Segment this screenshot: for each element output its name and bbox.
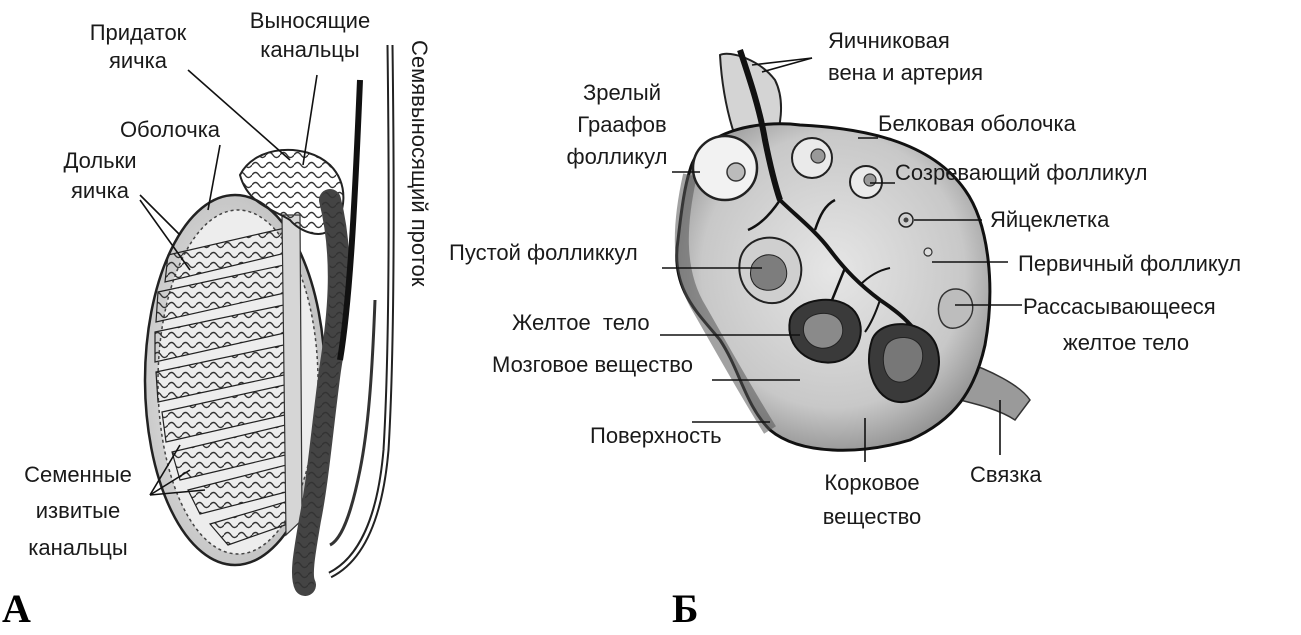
label-seminiferous-line2: извитые bbox=[36, 498, 120, 523]
label-empty-follicle: Пустой фолликкул bbox=[449, 240, 638, 265]
panel-letter-b: Б bbox=[672, 586, 698, 630]
label-graafian-line3: фолликул bbox=[566, 144, 667, 169]
label-seminiferous-line3: канальцы bbox=[28, 535, 127, 560]
label-efferent-line1: Выносящие bbox=[250, 8, 370, 33]
label-regressing-line1: Рассасывающееся bbox=[1023, 294, 1216, 319]
label-albuginea: Белковая оболочка bbox=[878, 111, 1077, 136]
label-surface: Поверхность bbox=[590, 423, 722, 448]
graafian-follicle-shape bbox=[693, 136, 757, 200]
label-cortex-line2: вещество bbox=[823, 504, 922, 529]
label-vas-deferens: Семявыносящий проток bbox=[407, 40, 432, 287]
label-regressing-line2: желтое тело bbox=[1063, 330, 1189, 355]
label-efferent-line2: канальцы bbox=[260, 37, 359, 62]
label-lobules-line1: Дольки bbox=[63, 148, 136, 173]
label-vessels-line2: вена и артерия bbox=[828, 60, 983, 85]
label-oocyte: Яйцеклетка bbox=[990, 207, 1110, 232]
label-seminiferous-line1: Семенные bbox=[24, 462, 132, 487]
label-tunic: Оболочка bbox=[120, 117, 221, 142]
label-corpus-luteum: Желтое тело bbox=[512, 310, 650, 335]
label-graafian-line1: Зрелый bbox=[583, 80, 661, 105]
label-ligament: Связка bbox=[970, 462, 1042, 487]
label-graafian-line2: Граафов bbox=[577, 112, 666, 137]
panel-letter-a: А bbox=[2, 586, 31, 630]
label-medulla: Мозговое вещество bbox=[492, 352, 693, 377]
label-cortex-line1: Корковое bbox=[824, 470, 919, 495]
label-lobules-line2: яичка bbox=[71, 178, 130, 203]
label-primary-follicle: Первичный фолликул bbox=[1018, 251, 1241, 276]
label-appendage-line1: Придаток bbox=[90, 20, 187, 45]
label-vessels-line1: Яичниковая bbox=[828, 28, 950, 53]
label-appendage-line2: яичка bbox=[109, 48, 168, 73]
label-maturing-follicle: Созревающий фолликул bbox=[895, 160, 1147, 185]
